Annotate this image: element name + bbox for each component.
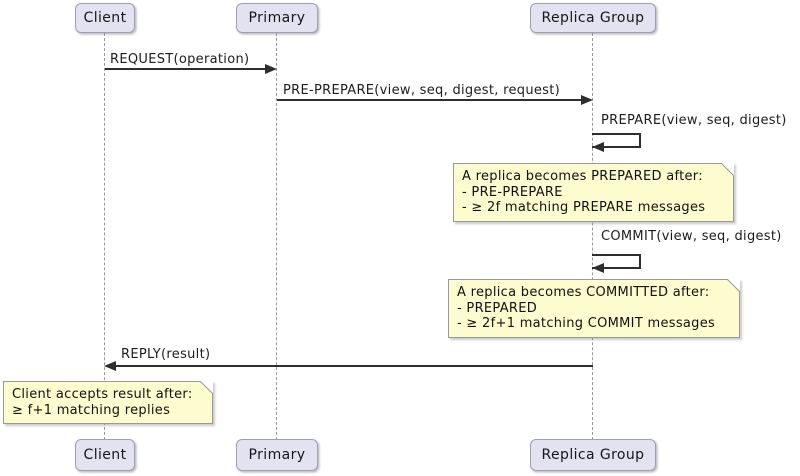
note-line: A replica becomes COMMITTED after:: [457, 285, 710, 300]
participant-label: Replica Group: [541, 10, 645, 26]
note-line: A replica becomes PREPARED after:: [462, 169, 703, 184]
note-line: - ≥ 2f matching PREPARE messages: [462, 200, 706, 215]
participant-label: Primary: [248, 10, 306, 26]
message-label: COMMIT(view, seq, digest): [601, 229, 782, 244]
participant-label: Primary: [248, 447, 306, 463]
arrow-head: [104, 361, 116, 371]
participant-box-replica-group-top: Replica Group: [530, 3, 656, 33]
participant-label: Client: [83, 447, 127, 463]
participant-box-client-top: Client: [75, 3, 135, 33]
note-prepared: A replica becomes PREPARED after: - PRE-…: [453, 163, 734, 222]
self-message-loop: [592, 133, 641, 148]
lifeline-primary: [276, 33, 277, 440]
note-fold-icon: [727, 279, 740, 292]
participant-label: Client: [83, 10, 127, 26]
arrow-head: [265, 64, 277, 74]
message-label: REQUEST(operation): [110, 52, 250, 67]
self-message-loop: [592, 254, 641, 269]
message-label: PRE-PREPARE(view, seq, digest, request): [283, 83, 561, 98]
arrow-head: [592, 263, 604, 273]
message-label: REPLY(result): [121, 347, 211, 362]
note-line: - PRE-PREPARE: [462, 184, 563, 200]
note-fold-icon: [721, 163, 734, 176]
participant-box-replica-group-bottom: Replica Group: [530, 439, 656, 471]
note-line: Client accepts result after:: [12, 387, 193, 402]
participant-box-primary-bottom: Primary: [236, 439, 318, 471]
participant-label: Replica Group: [541, 447, 645, 463]
note-client-accepts: Client accepts result after: ≥ f+1 match…: [3, 381, 213, 424]
note-line: - PREPARED: [457, 300, 538, 316]
note-line: - ≥ 2f+1 matching COMMIT messages: [457, 316, 716, 331]
note-line: ≥ f+1 matching replies: [12, 402, 171, 418]
message-line: [105, 68, 265, 70]
arrow-head: [581, 95, 593, 105]
message-label: PREPARE(view, seq, digest): [601, 113, 787, 128]
lifeline-replica-group: [592, 33, 593, 440]
participant-box-client-bottom: Client: [75, 439, 135, 471]
note-committed: A replica becomes COMMITTED after: - PRE…: [448, 279, 740, 338]
message-line: [116, 365, 593, 367]
note-fold-icon: [200, 381, 213, 394]
message-line: [277, 99, 581, 101]
arrow-head: [592, 142, 604, 152]
participant-box-primary-top: Primary: [236, 3, 318, 33]
lifeline-client: [104, 33, 105, 440]
